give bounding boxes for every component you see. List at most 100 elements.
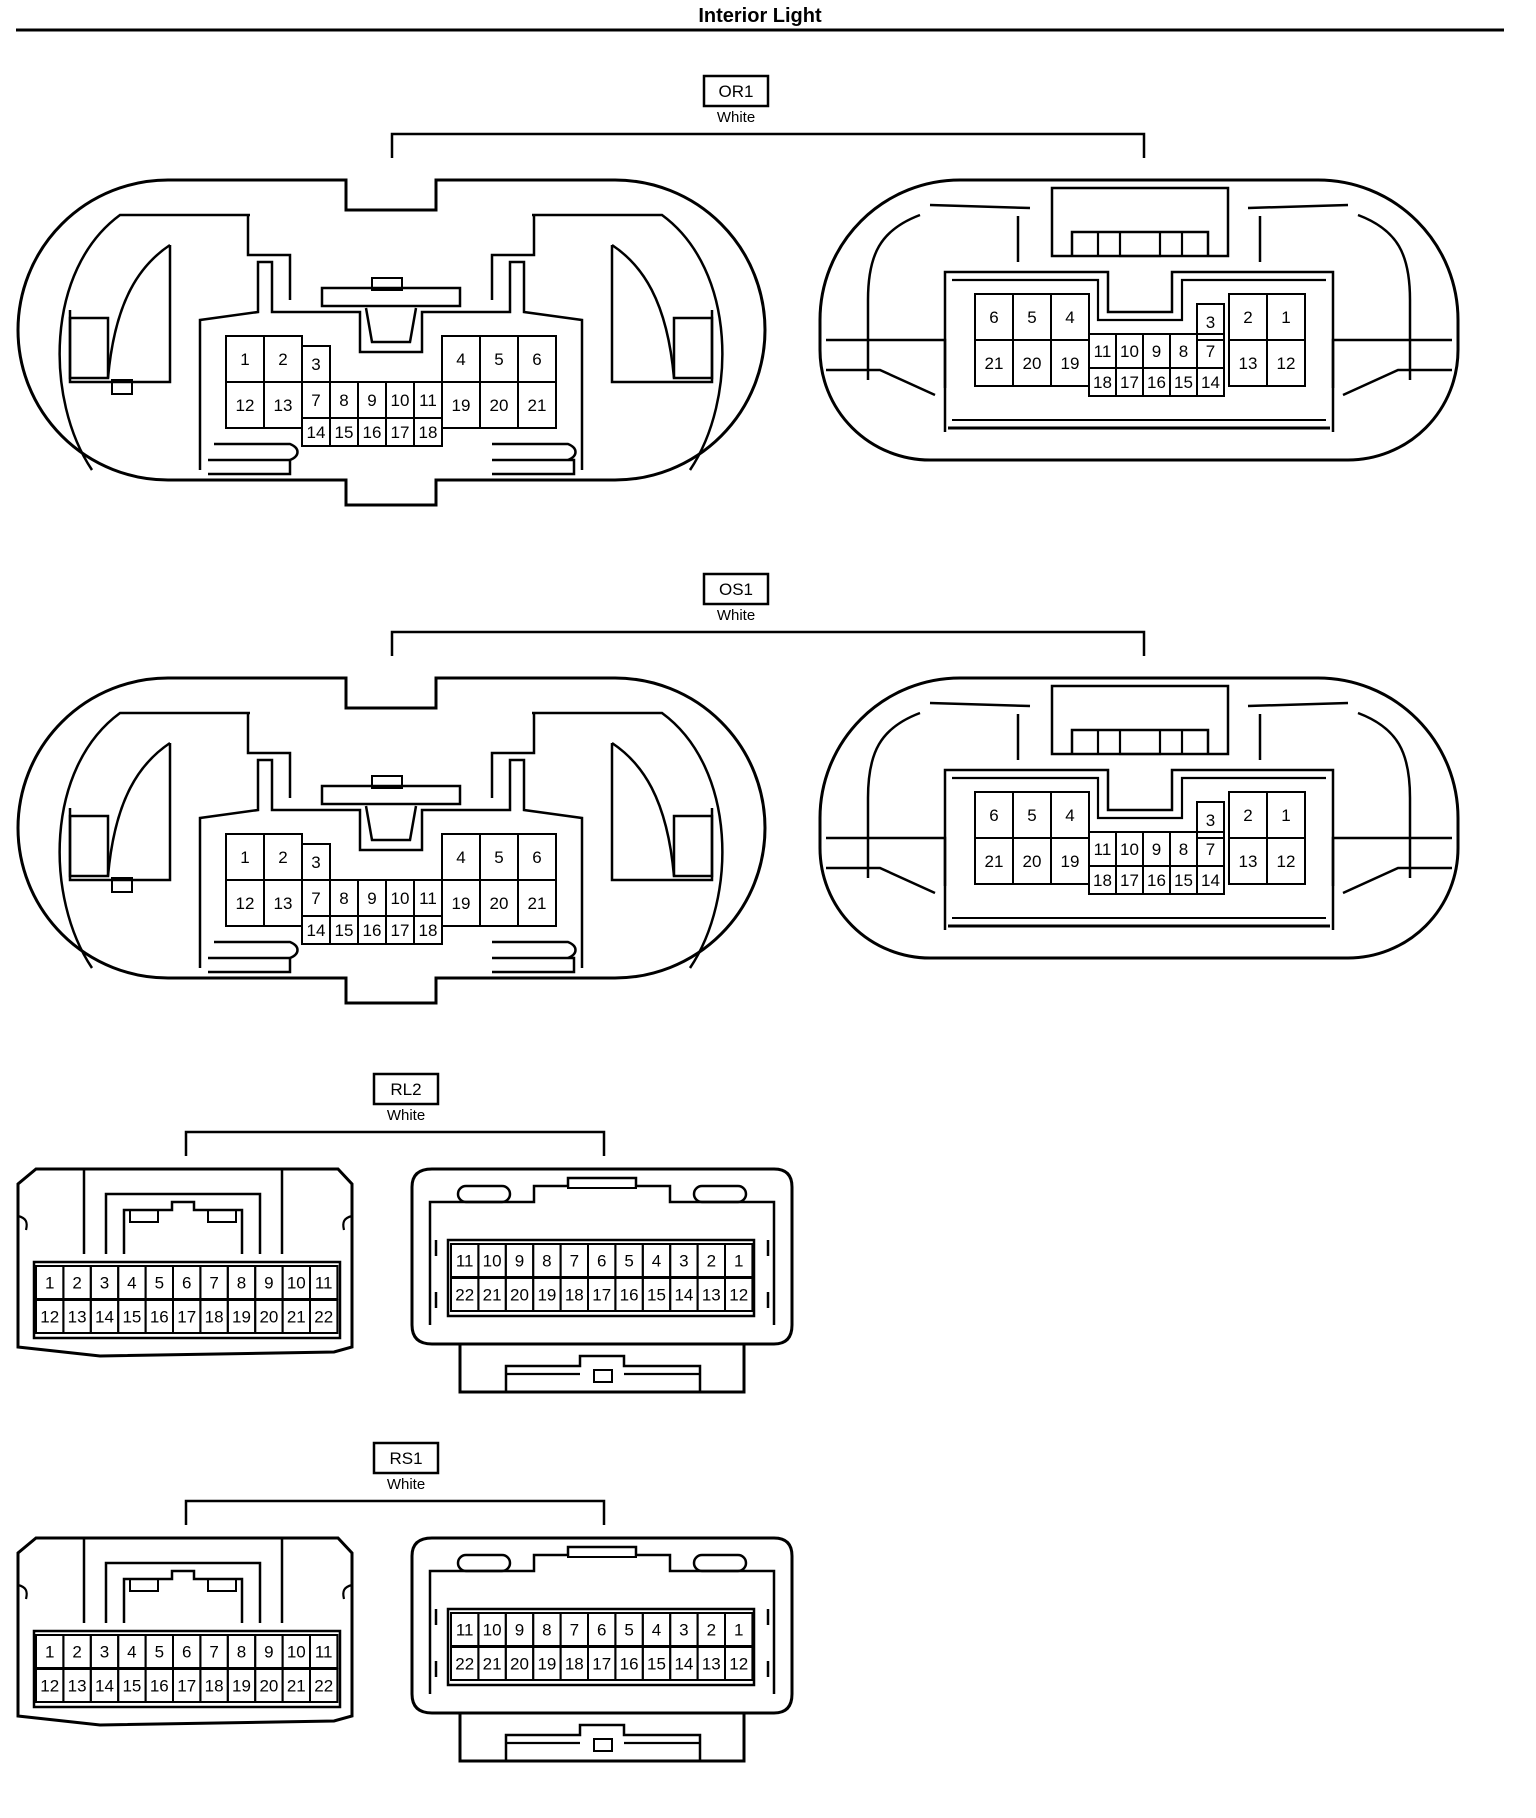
pin-label: 7 <box>570 1621 579 1640</box>
pin-label: 4 <box>456 350 465 369</box>
outline-rect <box>111 877 133 893</box>
outline-rect <box>456 1553 512 1573</box>
pin-label: 7 <box>1206 342 1215 361</box>
pin-cell <box>413 417 443 447</box>
outline-line <box>16 676 767 1005</box>
pin-label: 17 <box>391 423 410 442</box>
pin-label: 4 <box>1065 806 1074 825</box>
pin-label: 17 <box>1120 373 1139 392</box>
outline-rect <box>207 1209 237 1223</box>
outline-line <box>17 1214 28 1231</box>
pin-label: 7 <box>209 1643 218 1662</box>
pin-label: 2 <box>278 848 287 867</box>
outline-rect <box>1050 684 1230 756</box>
pin-label: 6 <box>532 350 541 369</box>
pin-label: 13 <box>1239 852 1258 871</box>
pin-label: 7 <box>570 1252 579 1271</box>
pin-label: 21 <box>985 354 1004 373</box>
outline-line <box>1070 230 1210 256</box>
pin-cell <box>1196 367 1225 397</box>
pin-cell <box>1266 339 1306 387</box>
pin-label: 4 <box>652 1621 661 1640</box>
pin-label: 10 <box>287 1274 306 1293</box>
pin-label: 14 <box>674 1286 693 1305</box>
pin-label: 17 <box>1120 871 1139 890</box>
outline-line <box>490 215 536 300</box>
outline-line <box>214 940 299 960</box>
pin-label: 8 <box>542 1621 551 1640</box>
outline-line <box>16 1167 354 1358</box>
pin-label: 14 <box>95 1308 114 1327</box>
outline-line <box>1357 711 1412 878</box>
pin-label: 15 <box>647 1655 666 1674</box>
pin-label: 9 <box>367 889 376 908</box>
outline-line <box>106 243 171 379</box>
pin-label: 8 <box>339 391 348 410</box>
pin-label: 14 <box>307 423 326 442</box>
pin-label: 3 <box>679 1252 688 1271</box>
pin-label: 22 <box>314 1677 333 1696</box>
outline-rect <box>692 1553 748 1573</box>
pin-label: 1 <box>240 848 249 867</box>
outline-line <box>342 1583 353 1600</box>
pin-label: 21 <box>483 1655 502 1674</box>
pin-label: 16 <box>150 1308 169 1327</box>
pin-label: 2 <box>72 1643 81 1662</box>
outline-line <box>208 956 292 974</box>
pin-label: 18 <box>205 1308 224 1327</box>
pin-label: 13 <box>68 1308 87 1327</box>
pin-label: 19 <box>537 1655 556 1674</box>
pin-label: 14 <box>307 921 326 940</box>
pin-cell <box>309 1299 339 1334</box>
pin-cell <box>309 1668 339 1703</box>
connector-color-label: White <box>387 1476 425 1493</box>
pin-label: 19 <box>1061 354 1080 373</box>
outline-line <box>106 741 171 877</box>
pin-label: 14 <box>1201 871 1220 890</box>
pin-label: 3 <box>311 355 320 374</box>
pin-label: 11 <box>315 1274 333 1293</box>
pin-label: 4 <box>1065 308 1074 327</box>
pin-label: 3 <box>1206 313 1215 332</box>
pin-label: 9 <box>515 1621 524 1640</box>
pin-label: 5 <box>494 350 503 369</box>
pin-label: 13 <box>274 396 293 415</box>
connector-rs1: RS1White11221331441551661771881992010211… <box>16 1441 794 1763</box>
pin-label: 3 <box>100 1274 109 1293</box>
pin-cell <box>413 915 443 945</box>
outline-line <box>246 713 292 798</box>
outline-line <box>1331 338 1452 388</box>
pin-label: 6 <box>989 806 998 825</box>
pin-label: 17 <box>177 1308 196 1327</box>
pin-label: 1 <box>45 1274 54 1293</box>
pin-label: 7 <box>209 1274 218 1293</box>
pin-label: 5 <box>1027 308 1036 327</box>
outline-line <box>818 676 1460 960</box>
outline-line <box>1342 866 1452 895</box>
pin-label: 12 <box>729 1655 748 1674</box>
pin-label: 11 <box>419 391 437 410</box>
outline-line <box>492 442 577 462</box>
outline-line <box>1247 701 1349 708</box>
outline-line <box>1331 836 1452 886</box>
outline-line <box>458 1713 746 1763</box>
connector-id-label: OS1 <box>719 580 753 599</box>
outline-line <box>826 836 947 886</box>
pin-label: 20 <box>259 1677 278 1696</box>
pin-label: 4 <box>456 848 465 867</box>
outline-rect <box>371 775 403 789</box>
pin-label: 20 <box>259 1308 278 1327</box>
outline-line <box>943 768 1335 930</box>
pin-label: 1 <box>1281 806 1290 825</box>
pin-label: 18 <box>1093 373 1112 392</box>
pin-label: 18 <box>419 423 438 442</box>
outline-line <box>492 458 576 476</box>
pin-label: 21 <box>483 1286 502 1305</box>
pin-label: 18 <box>205 1677 224 1696</box>
pin-label: 12 <box>729 1286 748 1305</box>
outline-line <box>826 338 947 388</box>
pin-label: 18 <box>419 921 438 940</box>
pin-label: 2 <box>72 1274 81 1293</box>
pin-label: 13 <box>274 894 293 913</box>
